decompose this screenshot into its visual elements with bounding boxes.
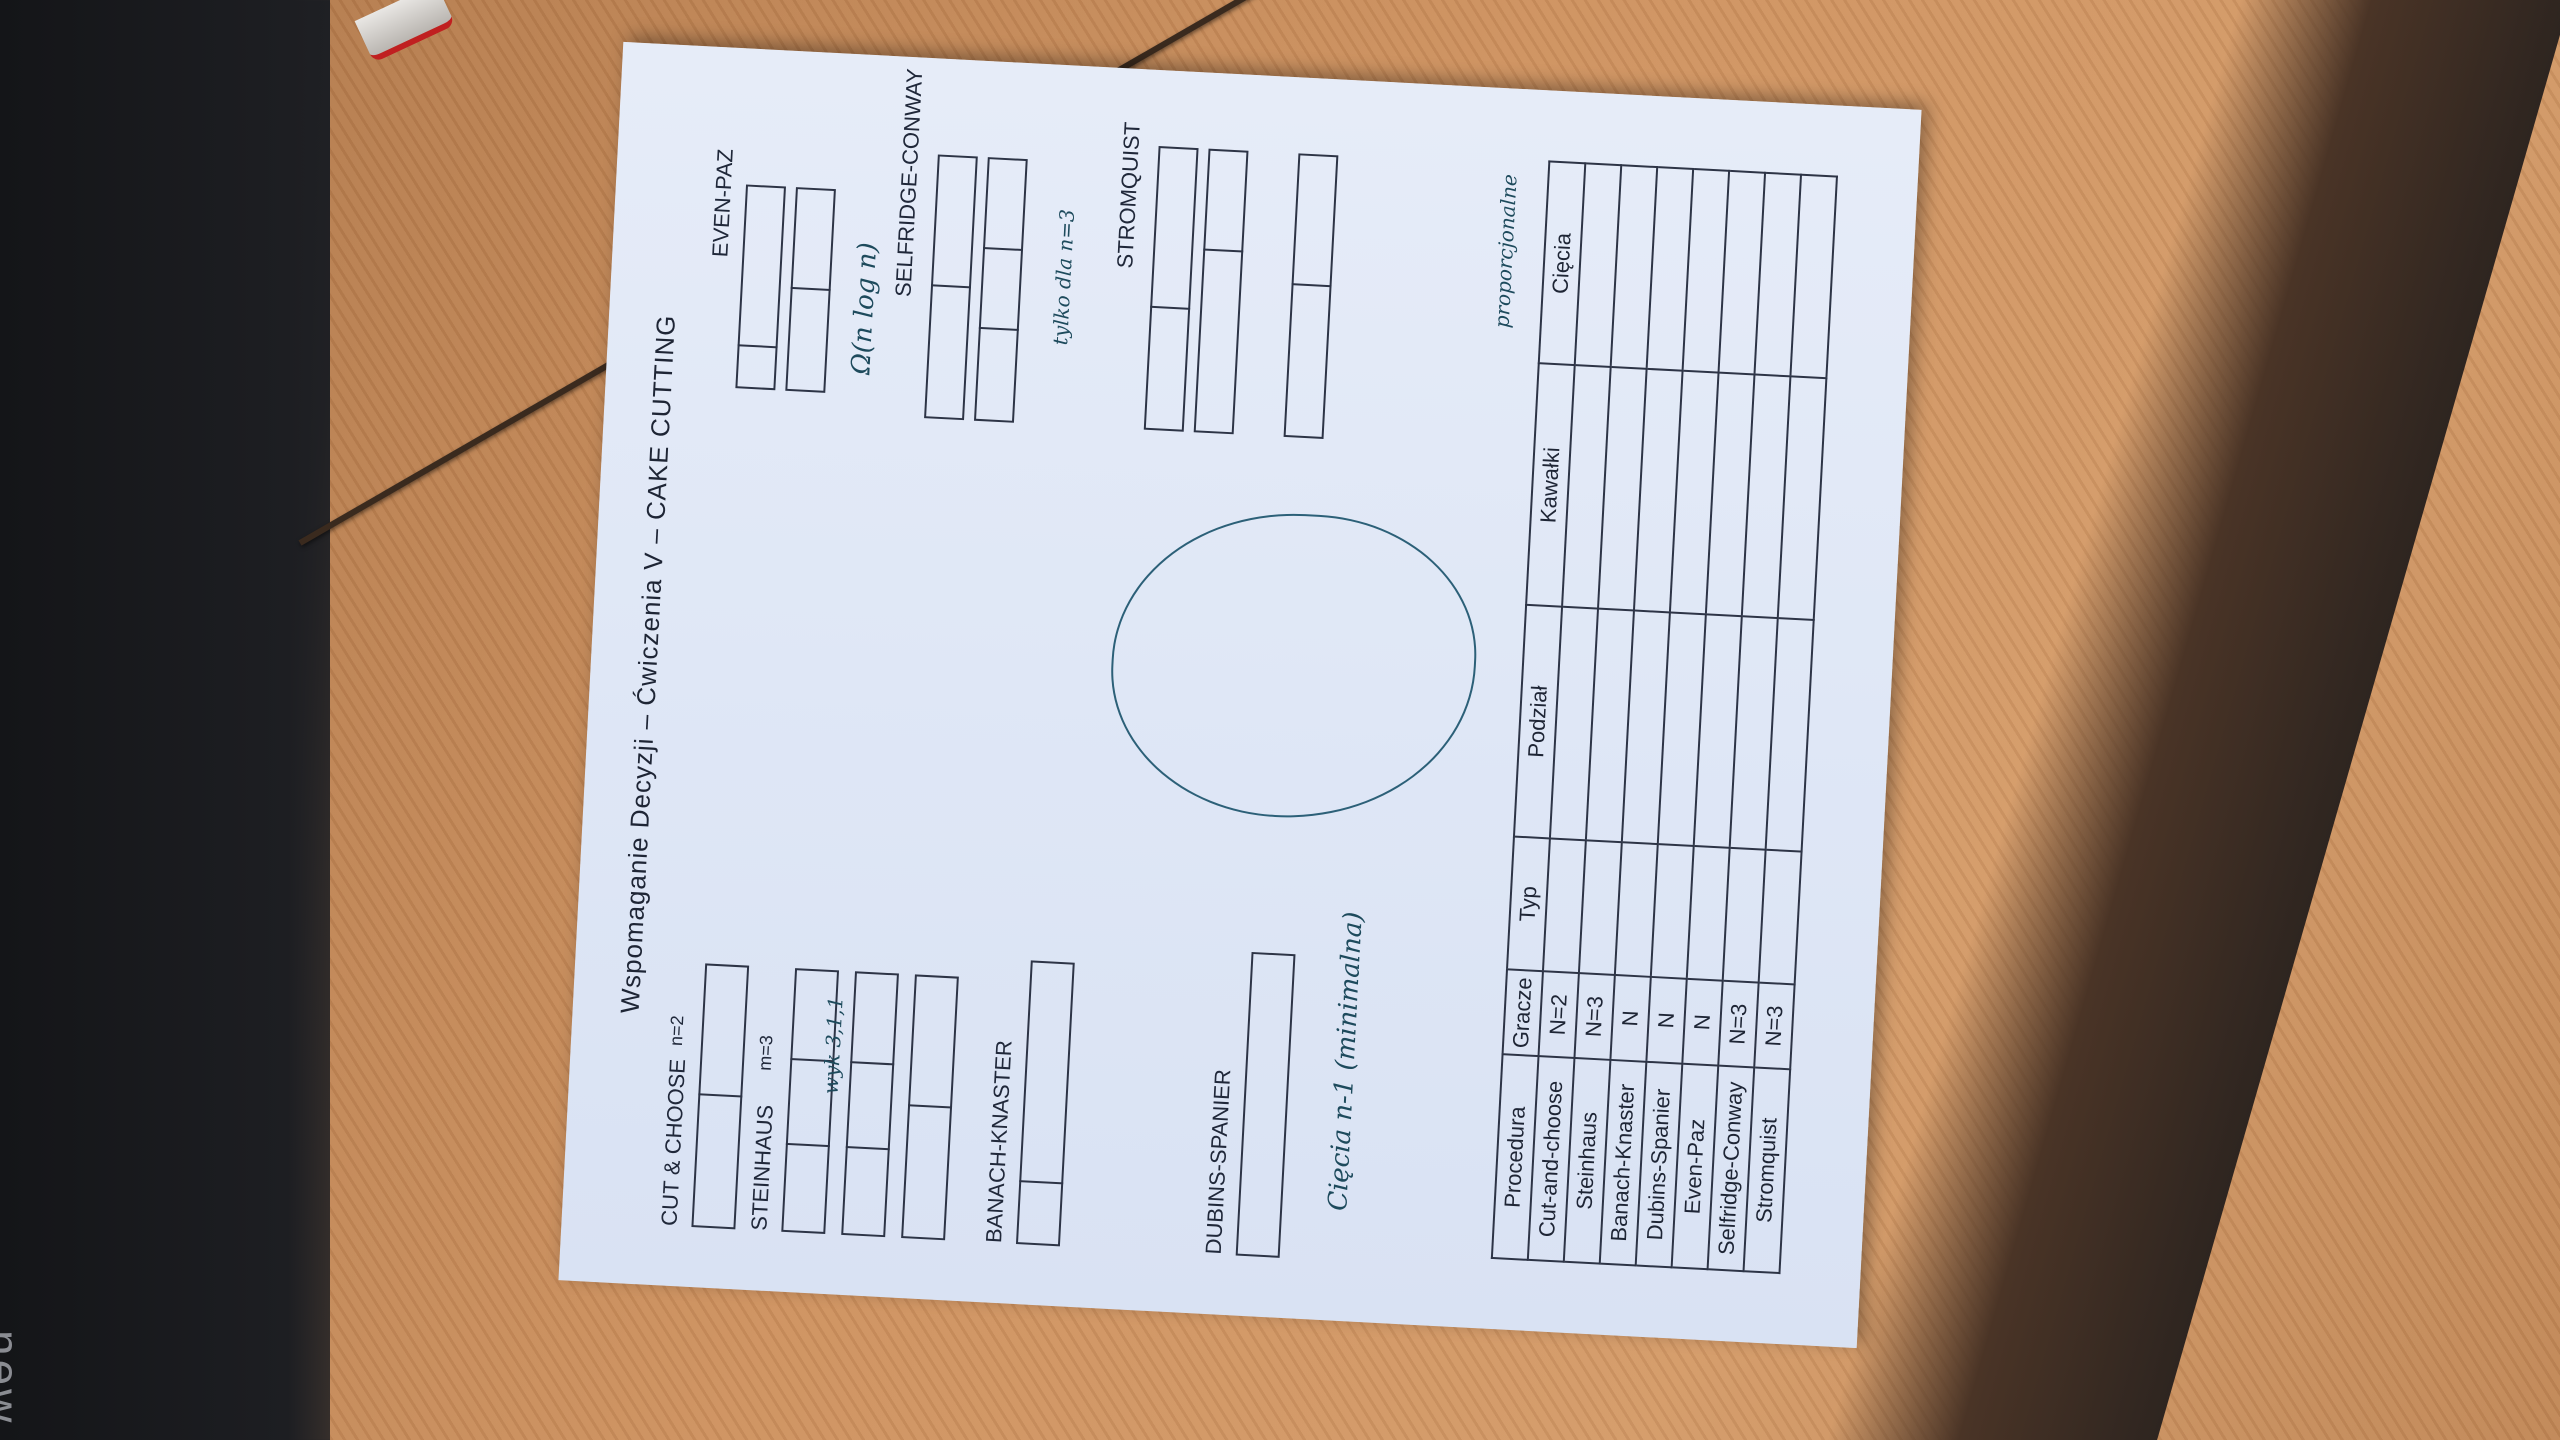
cake-strip — [1235, 951, 1296, 1258]
section-even-paz: EVEN-PAZ — [707, 148, 738, 258]
handwritten-bubble — [1103, 504, 1484, 828]
cut-line — [1019, 1180, 1064, 1185]
players-cell: N=3 — [1754, 982, 1795, 1070]
cake-strip — [924, 154, 978, 421]
cut-line — [785, 1142, 830, 1148]
cut-line — [698, 1093, 743, 1098]
cut-line — [737, 344, 778, 349]
cake-strip — [1143, 145, 1199, 432]
cake-strip — [691, 963, 750, 1230]
section-stromquist: STROMQUIST — [1112, 121, 1145, 270]
players-cell: N=2 — [1538, 971, 1579, 1059]
players-cell: N — [1646, 976, 1687, 1064]
handwritten-selfridge-note: tylko dla n=3 — [1048, 208, 1080, 346]
section-steinhaus-note: m=3 — [754, 1034, 777, 1072]
players-cell: N — [1610, 975, 1651, 1062]
cake-strip — [785, 187, 836, 393]
table-header: Gracze — [1502, 969, 1543, 1057]
cut-line — [982, 246, 1024, 252]
section-cut-and-choose-note: n=2 — [665, 1014, 688, 1047]
cake-strip — [1015, 960, 1075, 1247]
section-selfridge-conway: SELFRIDGE-CONWAY — [890, 67, 928, 298]
players-cell: N — [1682, 978, 1723, 1066]
cake-strip — [973, 157, 1028, 423]
section-dubins-spanier: DUBINS-SPANIER — [1200, 1068, 1236, 1256]
empty-cell — [1758, 849, 1802, 985]
worksheet-paper: Wspomaganie Decyzji – Ćwiczenia V – CAKE… — [558, 41, 1922, 1349]
procedures-table: Procedura Gracze Typ Podział Kawałki Cię… — [1491, 160, 1838, 1274]
players-cell: N=3 — [1718, 980, 1759, 1068]
cake-strip — [1283, 153, 1339, 440]
cake-strip — [841, 971, 899, 1238]
cut-line — [1150, 305, 1191, 310]
cut-line — [930, 284, 972, 289]
cake-strip — [1193, 148, 1249, 435]
cut-line — [790, 286, 831, 292]
section-cut-and-choose: CUT & CHOOSE — [656, 1058, 691, 1227]
cake-strip — [901, 974, 959, 1241]
cake-strip — [735, 184, 786, 391]
cut-line — [908, 1104, 953, 1109]
section-banach-knaster: BANACH-KNASTER — [981, 1039, 1017, 1244]
handwritten-stromquist-note: proporcjonalne — [1489, 173, 1522, 329]
laptop-logo-text: new — [0, 1330, 29, 1427]
cut-line — [978, 326, 1019, 331]
section-steinhaus: STEINHAUS — [746, 1104, 778, 1232]
cut-line — [845, 1145, 890, 1151]
cut-line — [1291, 283, 1332, 288]
cut-line — [850, 1061, 895, 1066]
handwritten-cut-choose-note: Cięcia n-1 (minimalna) — [1323, 910, 1369, 1212]
handwritten-arrangements: wyk 3,1,1 — [818, 995, 848, 1095]
handwritten-even-paz-note: Ω(n log n) — [846, 241, 884, 376]
cut-line — [1203, 248, 1244, 253]
players-cell: N=3 — [1574, 973, 1615, 1060]
